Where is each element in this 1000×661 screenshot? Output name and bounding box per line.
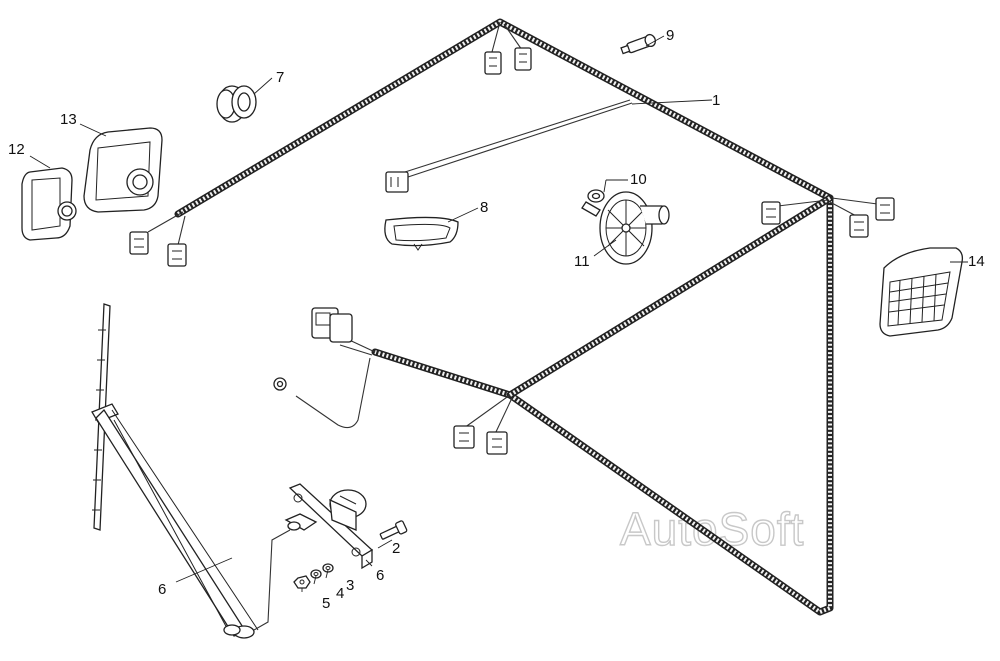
callout-labels: 1 2 3 4 5 6 6 7 8 9 10 11 12 13 14 — [8, 27, 985, 612]
part-14-work-lamp — [879, 247, 964, 337]
callout-11: 11 — [574, 253, 590, 270]
callout-13: 13 — [60, 111, 77, 128]
callout-6-wiper: 6 — [158, 581, 166, 598]
callout-14: 14 — [968, 253, 985, 270]
part-6-wiper — [91, 303, 259, 639]
nut-5 — [293, 575, 311, 589]
connector-mid — [385, 171, 409, 193]
part-12-lamp — [21, 167, 77, 241]
wiper-motor-assembly — [284, 483, 374, 570]
callout-12: 12 — [8, 141, 25, 158]
connector-right-b — [849, 214, 869, 238]
connector-bottom-a — [453, 425, 475, 449]
ground-ring-terminal — [273, 377, 287, 391]
part-13-lamp — [83, 127, 163, 213]
connector-bottom-b — [486, 431, 508, 455]
callout-8: 8 — [480, 199, 488, 216]
part-8-dome-lamp — [384, 216, 459, 251]
washer-3 — [322, 563, 334, 573]
connector-top-left — [484, 51, 502, 75]
callout-5: 5 — [322, 595, 330, 612]
bolt-2 — [379, 520, 408, 540]
connector-right-a — [761, 201, 781, 225]
main-connector-block — [311, 307, 353, 343]
washer-4 — [310, 569, 322, 579]
connector-left-b — [167, 243, 187, 267]
callout-3: 3 — [346, 577, 354, 594]
harness-connectors — [129, 47, 895, 455]
connector-left-a — [129, 231, 149, 255]
connector-top-right — [514, 47, 532, 71]
part-7-grommet — [216, 85, 257, 123]
callout-1: 1 — [712, 92, 720, 109]
harness-branch-wires — [147, 21, 886, 435]
connector-right-c — [875, 197, 895, 221]
part-11-fan — [599, 191, 670, 265]
leader-lines — [29, 35, 968, 592]
watermark: AutoSoft — [620, 503, 804, 555]
part-10-switch — [581, 189, 605, 217]
callout-10: 10 — [630, 171, 647, 188]
callout-9: 9 — [666, 27, 674, 44]
wiper-cable — [253, 529, 291, 631]
callout-4: 4 — [336, 585, 344, 602]
part-9-plug — [620, 33, 657, 55]
callout-2: 2 — [392, 540, 400, 557]
callout-6-bracket: 6 — [376, 567, 384, 584]
callout-7: 7 — [276, 69, 284, 86]
